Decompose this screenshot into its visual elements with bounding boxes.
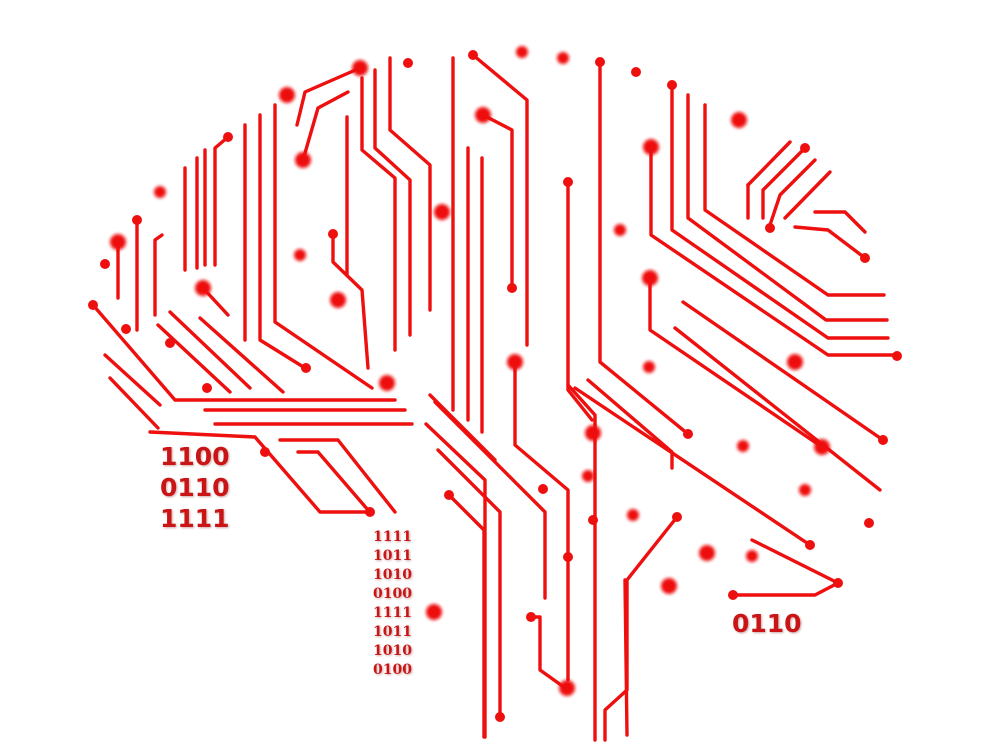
binary-code-middle: 1111 1011 1010 0100 1111 1011 1010 0100 xyxy=(373,528,412,680)
binary-line: 0110 xyxy=(160,473,230,502)
circuit-nodes xyxy=(88,46,902,722)
left-traces xyxy=(91,56,497,514)
binary-line: 1111 xyxy=(373,605,412,621)
binary-line: 0110 xyxy=(732,609,802,638)
right-traces xyxy=(648,83,899,597)
binary-line: 1010 xyxy=(373,643,412,659)
binary-line: 1100 xyxy=(160,442,230,471)
binary-code-right: 0110 xyxy=(732,608,802,639)
binary-line: 1111 xyxy=(373,529,412,545)
binary-line: 0100 xyxy=(373,586,412,602)
binary-line: 1010 xyxy=(373,567,412,583)
center-traces xyxy=(424,53,812,742)
binary-code-left: 1100 0110 1111 xyxy=(160,441,230,534)
binary-line: 0100 xyxy=(373,662,412,678)
binary-line: 1011 xyxy=(373,624,412,640)
binary-line: 1111 xyxy=(160,504,230,533)
binary-line: 1011 xyxy=(373,548,412,564)
